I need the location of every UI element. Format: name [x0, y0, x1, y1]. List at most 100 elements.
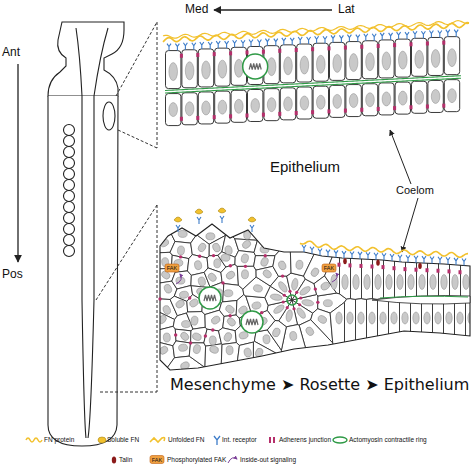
cell-nucleus	[430, 275, 436, 290]
integrin-receptor	[175, 44, 179, 51]
protein-label: FAK	[322, 264, 336, 272]
tissue-cell	[219, 301, 237, 317]
cell-nucleus	[206, 233, 215, 240]
cell-nucleus	[241, 239, 252, 250]
adherens-junction	[204, 334, 207, 337]
epithelial-cell	[444, 80, 459, 112]
adherens-junction	[328, 46, 331, 50]
cell-nucleus	[295, 306, 307, 319]
epithelial-cell	[215, 48, 230, 86]
pointer-arrow	[402, 198, 418, 252]
integrin-receptor	[398, 255, 402, 262]
tissue-cell	[389, 299, 400, 385]
fibronectin-matrix	[300, 241, 468, 257]
cell-nucleus	[209, 336, 216, 345]
cell-nucleus	[226, 316, 237, 327]
actomyosin-line	[165, 76, 461, 91]
transition-panel	[150, 195, 474, 385]
adherens-junction	[298, 303, 301, 306]
integrin-receptor	[225, 41, 229, 48]
dashed-leader	[96, 205, 157, 392]
adherens-junction	[360, 45, 363, 49]
cell-nucleus	[366, 93, 375, 107]
integrin-receptor	[220, 216, 224, 223]
cell-nucleus	[310, 267, 321, 278]
adherens-junction	[196, 116, 199, 120]
cell-nucleus	[382, 92, 391, 106]
cell-nucleus	[415, 90, 424, 104]
legend-text: Inside-out signaling	[240, 456, 296, 463]
integrin-receptor	[167, 44, 171, 51]
cell-nucleus	[202, 101, 211, 115]
tissue-cell	[362, 195, 373, 299]
cell-nucleus	[349, 94, 358, 108]
epithelial-cell	[198, 49, 213, 87]
integrin-receptor	[350, 252, 354, 259]
cell-nucleus	[369, 312, 375, 324]
unfolded-fn-symbol	[150, 437, 165, 442]
cell-nucleus	[295, 260, 303, 270]
tissue-cell	[439, 195, 450, 299]
cell-nucleus	[272, 303, 285, 315]
integrin-receptor	[389, 33, 393, 40]
integrin-receptor	[323, 36, 327, 43]
cell-nucleus	[223, 331, 233, 342]
soluble-fibronectin	[248, 217, 256, 222]
integrin-receptor	[406, 255, 410, 262]
adherens-junction	[382, 265, 385, 269]
cell-nucleus	[241, 270, 248, 279]
cell-nucleus	[284, 97, 293, 111]
cell-nucleus	[179, 331, 190, 342]
cell-nucleus	[336, 312, 342, 324]
cell-nucleus	[331, 275, 337, 290]
epithelial-cell	[362, 84, 377, 116]
epithelial-cell	[362, 41, 377, 79]
epithelial-cell	[412, 38, 427, 76]
cell-nucleus	[185, 62, 194, 80]
integrin-receptor	[421, 31, 425, 38]
neural-fold	[76, 28, 108, 96]
adherens-junction	[286, 306, 289, 309]
cell-nucleus	[419, 275, 425, 290]
adherens-junction	[228, 314, 231, 317]
chromosome-mark	[246, 319, 258, 325]
cell-nucleus	[209, 345, 220, 354]
adherens-junction	[229, 114, 232, 118]
somite	[64, 169, 75, 180]
cell-nucleus	[317, 314, 328, 324]
somite	[64, 125, 75, 136]
cell-group	[150, 195, 474, 385]
epithelial-cell	[412, 81, 427, 113]
epithelial-cell	[182, 50, 197, 88]
cell-nucleus	[431, 89, 440, 103]
integrin-receptor	[454, 30, 458, 37]
integrin-receptor	[446, 257, 450, 264]
cell-nucleus	[163, 333, 171, 342]
adherens-junction	[211, 328, 214, 331]
adherens-junction	[377, 44, 380, 48]
cell-nucleus	[207, 272, 218, 283]
cell-nucleus	[353, 275, 359, 290]
cell-nucleus	[194, 260, 203, 270]
cell-nucleus	[431, 49, 440, 67]
epithelial-cell	[428, 80, 443, 112]
tissue-cell	[227, 195, 296, 240]
cell-nucleus	[240, 253, 249, 263]
adherens-junction	[295, 48, 298, 52]
cell-nucleus	[251, 301, 261, 310]
tissue-cell	[221, 264, 238, 285]
cell-nucleus	[224, 245, 233, 255]
cell-nucleus	[192, 344, 201, 354]
legend-text: Soluble FN	[107, 436, 139, 443]
integrin-receptor	[307, 37, 311, 44]
epithelial-cell	[395, 39, 410, 77]
adherens-junction	[179, 255, 182, 258]
tissue-cell	[444, 299, 455, 385]
adherens-junction	[393, 43, 396, 47]
cell-nucleus	[225, 270, 236, 281]
axis-arrow	[214, 9, 332, 10]
cell-nucleus	[380, 312, 386, 324]
protein-label: FAK	[150, 456, 164, 464]
epithelial-cell	[428, 37, 443, 75]
